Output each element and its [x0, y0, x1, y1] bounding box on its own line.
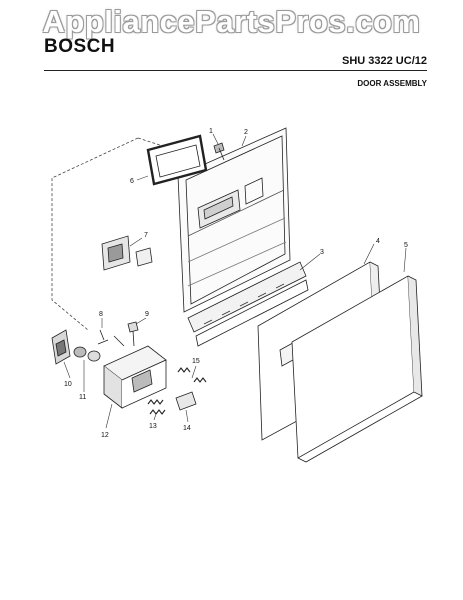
slider-part: [175, 391, 197, 411]
group-bracket: [51, 137, 139, 331]
callout-14: 14: [183, 425, 191, 432]
watermark: AppliancePartsPros.com: [42, 4, 421, 39]
gasket-frame: [146, 134, 208, 186]
callout-10: 10: [64, 381, 72, 388]
hinge-rail: [187, 261, 309, 347]
callout-13: 13: [149, 423, 157, 430]
callout-9: 9: [145, 311, 149, 318]
switch-assembly: [51, 329, 101, 365]
outer-door-panel: [291, 275, 423, 463]
callout-2: 2: [244, 129, 248, 136]
callout-labels: 1 2 3 4 5 6 7 8 9 10 11 12 13 14 15: [64, 128, 408, 439]
callout-8: 8: [99, 311, 103, 318]
callout-11: 11: [79, 394, 86, 401]
header-divider: [44, 70, 427, 71]
model-number: SHU 3322 UC/12: [342, 55, 427, 67]
callout-5: 5: [404, 242, 408, 249]
callout-1: 1: [209, 128, 213, 135]
callout-7: 7: [144, 232, 148, 239]
pins-8-9: [97, 321, 139, 347]
callout-4: 4: [376, 238, 380, 245]
callout-15: 15: [192, 358, 200, 365]
lock-housing: [103, 345, 167, 409]
inner-door-panel: [177, 127, 291, 313]
callout-12: 12: [101, 432, 109, 439]
springs: [147, 367, 207, 415]
screw-part: [213, 142, 225, 161]
callout-6: 6: [130, 178, 134, 185]
callout-3: 3: [320, 249, 324, 256]
leader-lines: [63, 133, 407, 429]
brand-logo-text: BOSCH: [44, 36, 116, 57]
latch-bracket: [101, 235, 153, 271]
section-title: DOOR ASSEMBLY: [357, 79, 427, 88]
